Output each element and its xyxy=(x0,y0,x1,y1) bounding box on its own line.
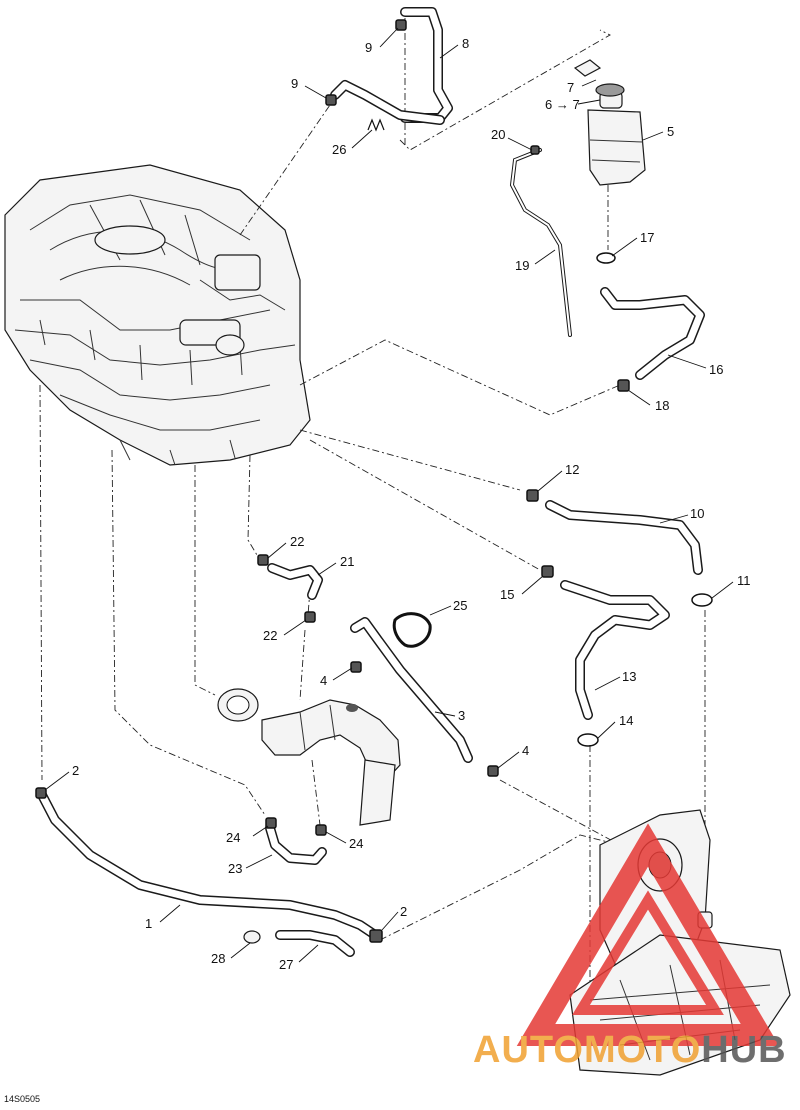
coolant-tank xyxy=(573,59,646,186)
callout-4-upper: 4 xyxy=(320,673,327,688)
leader-lines xyxy=(44,27,734,963)
callout-9: 9 xyxy=(291,76,298,91)
callout-25: 25 xyxy=(453,598,467,613)
svg-text:AUTOMOTOHUB: AUTOMOTOHUB xyxy=(473,1029,787,1071)
callout-1: 1 xyxy=(145,916,152,931)
brand-automoto: AUTOMOTO xyxy=(473,1029,701,1071)
callout-22: 22 xyxy=(263,628,277,643)
callout-numbers: 9 8 9 26 7 6 → 7 5 20 19 17 16 18 12 10 … xyxy=(72,36,751,972)
callout-5: 5 xyxy=(667,124,674,139)
hoses xyxy=(37,7,705,957)
watermark-logo: AUTOMOTOHUB xyxy=(473,823,787,1071)
brand-hub: HUB xyxy=(701,1029,786,1071)
callout-12: 12 xyxy=(565,462,579,477)
callout-8: 8 xyxy=(462,36,469,51)
clamps xyxy=(35,19,713,944)
callout-27: 27 xyxy=(279,957,293,972)
callout-26: 26 xyxy=(332,142,346,157)
callout-22-top: 22 xyxy=(290,534,304,549)
callout-17: 17 xyxy=(640,230,654,245)
callout-4-lower: 4 xyxy=(522,743,529,758)
callout-13: 13 xyxy=(622,669,636,684)
outlet-housing xyxy=(217,612,432,826)
callout-6-to-7: 6 → 7 xyxy=(545,97,580,112)
callout-24-right: 24 xyxy=(349,836,363,851)
callout-9-top: 9 xyxy=(365,40,372,55)
callout-15: 15 xyxy=(500,587,514,602)
engine-block xyxy=(4,164,311,466)
callout-14: 14 xyxy=(619,713,633,728)
callout-20: 20 xyxy=(491,127,505,142)
callout-23: 23 xyxy=(228,861,242,876)
callout-2-right: 2 xyxy=(400,904,407,919)
callout-2-left: 2 xyxy=(72,763,79,778)
callout-21: 21 xyxy=(340,554,354,569)
callout-28: 28 xyxy=(211,951,225,966)
callout-7: 7 xyxy=(567,80,574,95)
callout-16: 16 xyxy=(709,362,723,377)
callout-18: 18 xyxy=(655,398,669,413)
reference-code: 14S0505 xyxy=(4,1094,41,1104)
callout-11: 11 xyxy=(737,573,751,588)
callout-24-left: 24 xyxy=(226,830,240,845)
callout-3: 3 xyxy=(458,708,465,723)
callout-10: 10 xyxy=(690,506,704,521)
callout-19: 19 xyxy=(515,258,529,273)
